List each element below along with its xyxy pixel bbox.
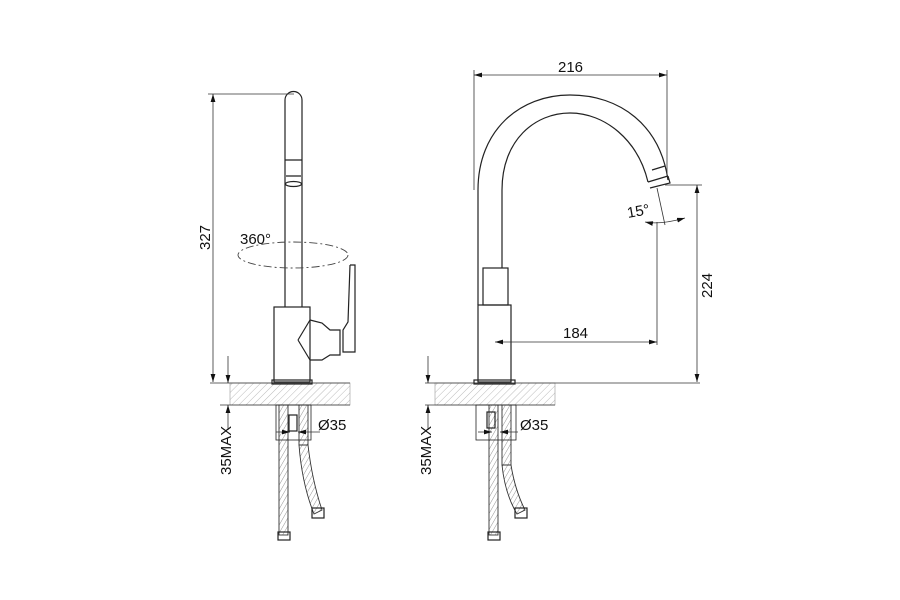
counter-label: 35MAX xyxy=(418,426,435,475)
side-view: 360° 327 35MAX xyxy=(197,90,356,541)
faucet-body xyxy=(271,306,341,385)
diameter-dimension: Ø35 xyxy=(478,417,548,435)
reach-dimension: 184 xyxy=(495,222,658,345)
rotation-ellipse xyxy=(237,241,349,269)
diameter-dimension: Ø35 xyxy=(276,417,346,435)
angle-dimension: 15° xyxy=(626,187,686,226)
diameter-label: Ø35 xyxy=(318,417,346,434)
height-dimension: 327 xyxy=(197,93,294,382)
counter-label: 35MAX xyxy=(218,426,235,475)
angle-label: 15° xyxy=(626,201,651,222)
counter-top-section xyxy=(210,382,351,406)
width-label: 216 xyxy=(558,59,583,76)
reach-label: 184 xyxy=(563,325,588,342)
spout-tube xyxy=(284,90,303,307)
mounting-hoses xyxy=(475,404,528,541)
width-dimension: 216 xyxy=(473,59,668,190)
mounting-hoses xyxy=(275,404,325,541)
counter-thickness-dimension: 35MAX xyxy=(218,356,235,475)
spout-height-dimension: 224 xyxy=(665,184,716,382)
rotation-label: 360° xyxy=(240,231,271,248)
height-label: 327 xyxy=(197,225,214,250)
spout-height-label: 224 xyxy=(699,273,716,298)
diameter-label: Ø35 xyxy=(520,417,548,434)
counter-top-section xyxy=(425,382,700,406)
front-view: 216 184 224 15° 35MAX Ø35 xyxy=(418,59,716,541)
gooseneck-spout xyxy=(477,94,671,305)
faucet-body xyxy=(473,267,516,385)
counter-thickness-dimension: 35MAX xyxy=(418,356,435,475)
lever-handle xyxy=(342,264,356,353)
